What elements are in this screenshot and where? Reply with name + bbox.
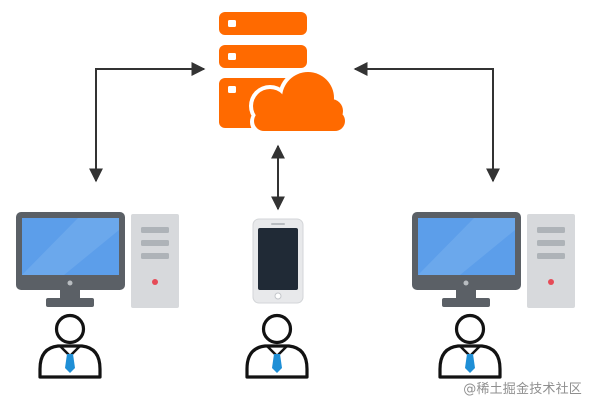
- monitor-base: [46, 298, 94, 307]
- monitor-base: [442, 298, 490, 307]
- monitor-screen: [418, 218, 515, 275]
- connections: [89, 62, 500, 211]
- connection-server-left-client: [89, 62, 206, 183]
- tie: [65, 354, 75, 373]
- tie: [272, 354, 282, 373]
- user-icon: [438, 313, 502, 379]
- server-rack-1: [219, 12, 307, 35]
- smartphone-icon: [252, 218, 304, 304]
- power-led: [152, 279, 158, 285]
- watermark: @稀土掘金技术社区: [463, 382, 582, 397]
- cloud-icon: [249, 68, 350, 136]
- power-led: [548, 279, 554, 285]
- server-rack-2: [219, 45, 307, 68]
- user-icon: [38, 313, 102, 379]
- pc-tower: [527, 214, 575, 308]
- tie: [465, 354, 475, 373]
- monitor-stand: [60, 290, 80, 298]
- connection-server-right-client: [353, 62, 500, 183]
- monitor-screen: [22, 218, 119, 275]
- user-icon: [245, 313, 309, 379]
- desktop-computer-icon: [412, 212, 575, 308]
- desktop-computer-icon: [16, 212, 179, 308]
- pc-tower: [131, 214, 179, 308]
- server-cloud-icon: [219, 12, 350, 136]
- phone-screen: [258, 228, 298, 290]
- monitor-stand: [456, 290, 476, 298]
